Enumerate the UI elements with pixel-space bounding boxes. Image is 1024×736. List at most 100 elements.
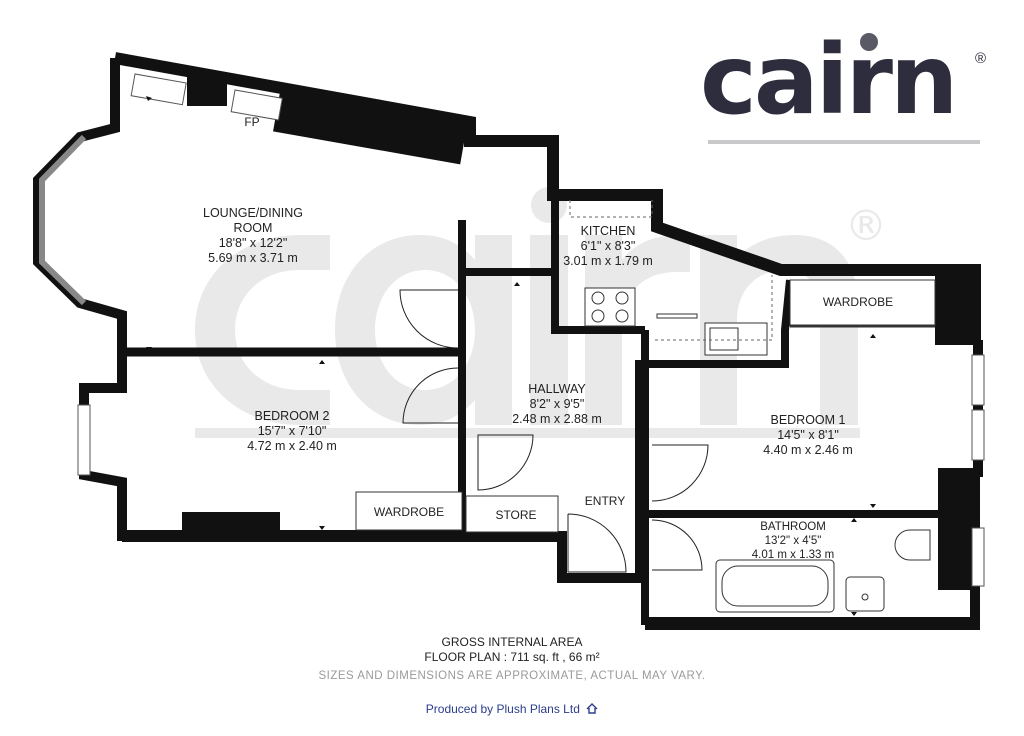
toilet	[894, 529, 931, 561]
lounge-imperial: 18'8" x 12'2"	[218, 236, 288, 250]
bathroom-pier	[938, 520, 978, 590]
marker-1	[146, 96, 152, 101]
bedroom1-label: BEDROOM 1 14'5" x 8'1" 4.40 m x 2.46 m	[763, 413, 853, 458]
windows	[77, 73, 985, 587]
hob	[584, 287, 636, 327]
wardrobe-bottom-label: WARDROBE	[373, 505, 445, 519]
lounge-window-2	[230, 89, 283, 121]
bedroom1-top-wall	[645, 279, 794, 368]
bedroom2-window	[77, 404, 91, 476]
lounge-metric: 5.69 m x 3.71 m	[208, 251, 298, 265]
wall-fills	[182, 72, 978, 590]
kitchen-counter-run	[655, 275, 773, 341]
logo-dot	[860, 33, 878, 51]
hallway-metric: 2.48 m x 2.88 m	[512, 412, 602, 426]
entry-door	[567, 513, 627, 573]
lounge-label: LOUNGE/DINING ROOM 18'8" x 12'2" 5.69 m …	[203, 206, 303, 266]
bedroom2-door	[402, 367, 459, 424]
kitchen-name: KITCHEN	[580, 224, 636, 238]
chimney-breast-right	[273, 92, 468, 165]
entry-wall	[555, 360, 645, 583]
store-door	[477, 434, 534, 491]
kitchen-bottom-wall	[462, 268, 645, 334]
counter-worktop	[656, 313, 698, 319]
marker-3	[319, 360, 325, 364]
house-icon	[586, 702, 598, 717]
bedroom1-window-1	[971, 354, 985, 406]
bathroom-imperial: 13'2" x 4'5"	[764, 535, 822, 547]
walls	[33, 52, 983, 630]
wall-markers	[146, 96, 876, 616]
credit: Produced by Plush Plans Ltd	[0, 702, 1024, 717]
hob-ring-2	[615, 291, 629, 305]
logo-rule	[708, 140, 980, 144]
lounge-window-1	[130, 73, 187, 106]
hallway-label: HALLWAY 8'2" x 9'5" 2.48 m x 2.88 m	[512, 382, 602, 427]
bedroom1-pier-bottom	[938, 468, 978, 520]
bathroom-window	[971, 527, 985, 587]
brand-logo: cairn	[700, 24, 958, 136]
chimney-breast-upper	[187, 72, 227, 106]
bedroom1-imperial: 14'5" x 8'1"	[777, 428, 839, 442]
area-title: GROSS INTERNAL AREA	[441, 635, 583, 649]
kitchen-sink-bowl	[709, 327, 739, 351]
fixtures	[355, 279, 936, 613]
kitchen-label: KITCHEN 6'1" x 8'3" 3.01 m x 1.79 m	[563, 224, 653, 269]
credit-text: Produced by Plush Plans Ltd	[425, 702, 580, 716]
lounge-name-line1: LOUNGE/DINING	[202, 206, 304, 220]
bay-window	[39, 134, 87, 306]
lounge-name-line2: ROOM	[233, 221, 273, 235]
lounge-door	[399, 289, 459, 349]
watermark-c	[195, 235, 330, 425]
watermark-rule	[195, 428, 860, 438]
disclaimer: SIZES AND DIMENSIONS ARE APPROXIMATE, AC…	[318, 670, 706, 682]
marker-2	[146, 347, 152, 351]
hallway-imperial: 8'2" x 9'5"	[529, 397, 585, 411]
marker-5	[514, 282, 520, 286]
bathroom-metric: 4.01 m x 1.33 m	[751, 549, 835, 561]
kitchen-imperial: 6'1" x 8'3"	[580, 239, 636, 253]
lounge-left-wall	[33, 58, 127, 352]
kitchen-unit-outline	[569, 200, 653, 218]
bedroom1-door	[651, 444, 709, 502]
wardrobe-top-label: WARDROBE	[822, 295, 894, 309]
bathroom-name: BATHROOM	[760, 521, 826, 533]
area-value: FLOOR PLAN : 711 sq. ft , 66 m²	[424, 650, 600, 664]
marker-4	[319, 526, 325, 530]
bathroom-label: BATHROOM 13'2" x 4'5" 4.01 m x 1.33 m	[752, 520, 834, 562]
hob-ring-4	[615, 309, 629, 323]
fireplace-label: FP	[244, 115, 260, 129]
entry-label: ENTRY	[584, 494, 626, 508]
marker-8	[851, 518, 857, 522]
bedroom1-metric: 4.40 m x 2.46 m	[763, 443, 853, 457]
bedroom1-window-2	[971, 409, 985, 461]
marker-6	[870, 334, 876, 338]
hallway-name: HALLWAY	[528, 382, 586, 396]
store-label: STORE	[495, 508, 537, 522]
hob-ring-3	[591, 309, 605, 323]
marker-7	[870, 504, 876, 508]
wardrobe-bedroom2	[355, 491, 463, 531]
bedroom2-label: BEDROOM 2 15'7" x 7'10" 4.72 m x 2.40 m	[247, 409, 337, 454]
kitchen-metric: 3.01 m x 1.79 m	[563, 254, 653, 268]
bathroom-door	[651, 519, 703, 571]
logo-registered-mark: ®	[975, 50, 987, 67]
hob-ring-1	[591, 291, 605, 305]
bedroom2-imperial: 15'7" x 7'10"	[257, 424, 327, 438]
bath-inner	[721, 565, 829, 607]
marker-9	[851, 612, 857, 616]
bedroom1-pier-top	[935, 270, 975, 345]
bedroom2-radiator-block	[182, 512, 280, 534]
watermark-r	[585, 235, 690, 425]
bedroom1-name: BEDROOM 1	[770, 413, 846, 427]
watermark-a	[335, 235, 512, 425]
store-cupboard	[465, 495, 559, 533]
lounge-outer-wall	[113, 52, 791, 276]
doors	[399, 289, 709, 573]
basin-drain	[861, 593, 869, 601]
bedroom2-metric: 4.72 m x 2.40 m	[247, 439, 337, 453]
watermark-reg: ®	[845, 201, 887, 250]
wardrobe-bedroom1	[789, 279, 936, 327]
bedroom2-name: BEDROOM 2	[254, 409, 330, 423]
